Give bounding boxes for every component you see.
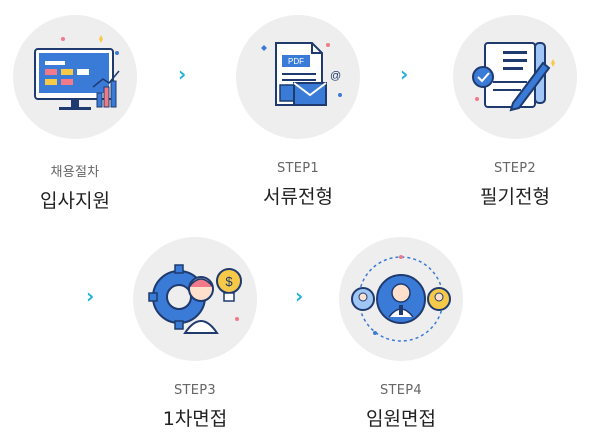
step-label: STEP3 xyxy=(173,383,217,398)
step-label: STEP4 xyxy=(379,383,423,398)
step-written-test: STEP2 필기전형 xyxy=(450,15,580,209)
step-label: STEP2 xyxy=(493,161,537,176)
step-apply: 채용절차 입사지원 xyxy=(10,15,140,213)
dollar-sign: $ xyxy=(225,274,233,289)
executives-interview-icon xyxy=(351,255,451,342)
person-gear-idea-icon: $ xyxy=(148,264,242,334)
pdf-label: PDF xyxy=(288,57,304,66)
checklist-pen-icon xyxy=(472,42,555,112)
chevron-right-icon: › xyxy=(400,62,409,86)
step-label: STEP1 xyxy=(276,161,320,176)
step-title: 서류전형 xyxy=(263,186,333,208)
chevron-right-icon: › xyxy=(178,62,187,86)
step-title: 임원면접 xyxy=(366,408,436,430)
step-circle xyxy=(339,237,463,361)
pdf-document-icon: PDF @ xyxy=(261,42,342,106)
step-circle: $ xyxy=(133,237,257,361)
step-label: 채용절차 xyxy=(50,165,100,180)
step-first-interview: $ STEP3 1차면접 xyxy=(130,237,260,431)
chevron-right-icon: › xyxy=(86,284,95,308)
step-circle: PDF @ xyxy=(236,15,360,139)
chevron-right-icon: › xyxy=(295,284,304,308)
step-document: PDF @ STEP1 서류전형 xyxy=(233,15,363,209)
step-title: 필기전형 xyxy=(480,186,550,208)
step-executive-interview: STEP4 임원면접 xyxy=(336,237,466,431)
step-circle xyxy=(453,15,577,139)
step-circle xyxy=(13,15,137,139)
step-title: 1차면접 xyxy=(162,408,228,430)
at-sign: @ xyxy=(330,70,341,82)
step-title: 입사지원 xyxy=(40,190,110,212)
monitor-chart-icon xyxy=(34,35,120,110)
